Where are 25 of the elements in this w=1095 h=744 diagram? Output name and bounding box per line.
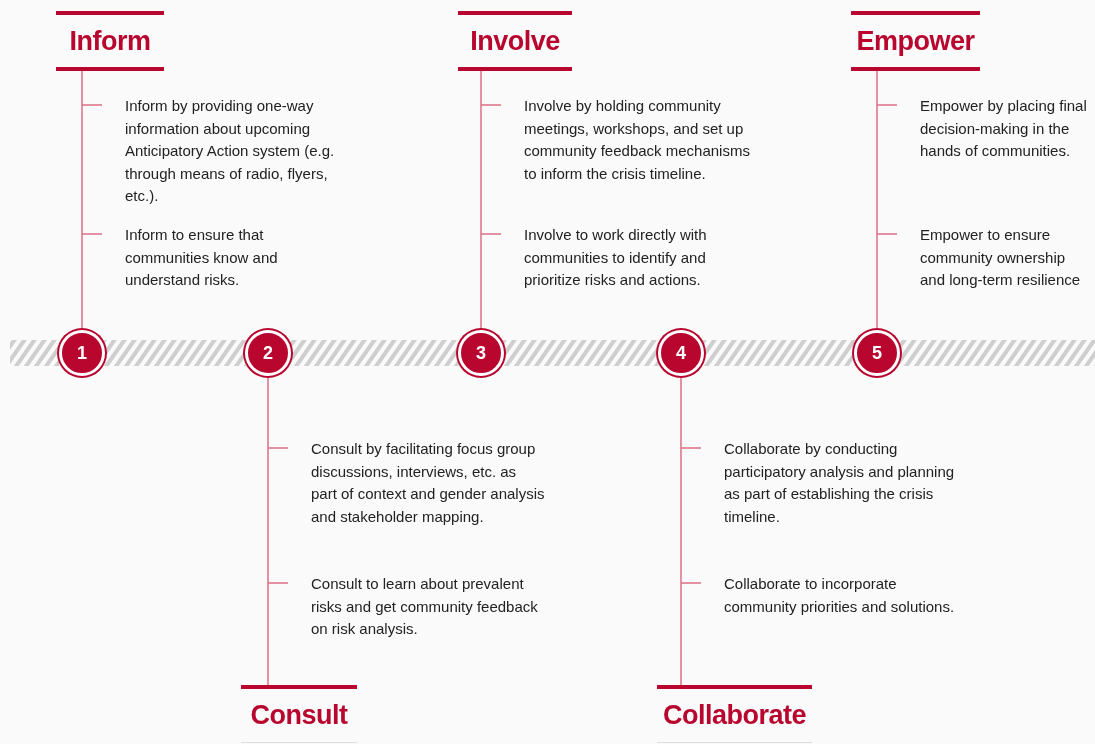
- connector-line: [876, 70, 878, 329]
- number-circle: 3: [458, 330, 504, 376]
- stage-heading: Empower: [851, 11, 980, 71]
- stage-heading: Consult: [241, 685, 357, 743]
- stage-heading: Collaborate: [657, 685, 812, 743]
- description-text: Inform by providing one-way information about upcoming Anticipatory Action system (e.g. through means of radio, flyers, etc.).: [125, 96, 336, 206]
- description-text: Collaborate to incorporate community priorities and solutions.: [724, 574, 956, 617]
- number-circle: 2: [245, 330, 291, 376]
- stage-heading: Inform: [56, 11, 164, 71]
- connector-line: [267, 377, 269, 686]
- number-circle: 4: [658, 330, 704, 376]
- description-text: Empower to ensure community ownership and long-term resilience: [920, 225, 1082, 290]
- description-text: Consult by facilitating focus group discussions, interviews, etc. as part of context and gender analysis and stakeholder mapping.: [311, 439, 546, 527]
- number-circle: 5: [854, 330, 900, 376]
- connector-line: [81, 70, 83, 329]
- description-text: Empower by placing final decision-making in the hands of communities.: [920, 96, 1088, 161]
- number-circle: 1: [59, 330, 105, 376]
- stage-heading: Involve: [458, 11, 572, 71]
- description-text: Collaborate by conducting participatory analysis and planning as part of establishing the crisis timeline.: [724, 439, 956, 527]
- description-text: Consult to learn about prevalent risks and get community feedback on risk analysis.: [311, 574, 539, 639]
- connector-line: [480, 70, 482, 329]
- description-text: Involve to work directly with communities to identify and prioritize risks and actions.: [524, 225, 708, 290]
- description-text: Inform to ensure that communities know and understand risks.: [125, 225, 279, 290]
- connector-line: [680, 377, 682, 686]
- description-text: Involve by holding community meetings, workshops, and set up community feedback mechanisms to inform the crisis timeline.: [524, 96, 751, 184]
